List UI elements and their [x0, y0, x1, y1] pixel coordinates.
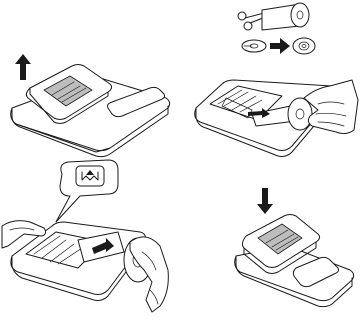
- paper-feed-key: [76, 166, 104, 186]
- arrow-right-icon: [270, 38, 290, 54]
- step-4-close-cover: [235, 188, 354, 307]
- arrow-down-icon: [257, 188, 273, 214]
- paper-roll-2: [288, 98, 312, 130]
- roll-flat-icon: [242, 40, 266, 52]
- step-3-press-feed-key: [2, 160, 168, 312]
- step-2-insert-roll: [195, 3, 358, 157]
- step-1-lift-cover: [11, 54, 170, 157]
- roll-round-icon: [293, 38, 315, 54]
- paper-roll-icon: [262, 3, 309, 30]
- arrow-up-icon: [15, 54, 31, 80]
